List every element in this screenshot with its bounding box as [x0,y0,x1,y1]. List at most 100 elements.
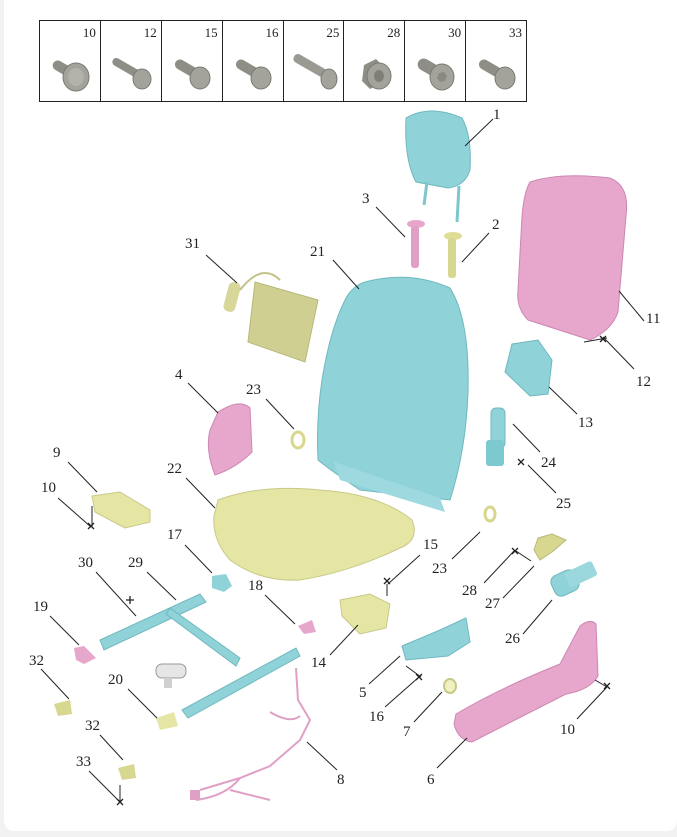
clip-pink-part [298,620,316,634]
fastener-x-icon [87,522,95,530]
callout-28: 28 [462,583,477,599]
fastener-number: 15 [204,25,218,40]
fastener-cell-10: 10 [40,21,101,101]
clip-yellow-part [118,764,136,780]
callout-26: 26 [505,631,520,647]
hex-socket-screw-icon [417,58,455,91]
callout-32: 32 [29,653,44,669]
headrest-guide-yellow-part [444,232,462,278]
side-airbag-part [223,271,319,363]
wiring-harness-part [195,667,312,801]
callout-9: 9 [53,445,61,461]
callout-8: 8 [337,772,345,788]
seat-adjust-motor-part [401,617,471,661]
callout-6: 6 [427,772,435,788]
washer-part [483,505,497,523]
fastener-plus-icon [126,596,134,604]
callout-23: 23 [432,561,447,577]
fastener-cell-30: 30 [405,21,467,101]
callout-13: 13 [578,415,593,431]
fastener-markers [87,335,611,806]
lumbar-module-part [504,339,553,397]
fastener-cell-16: 16 [223,21,284,101]
fastener-x-icon [517,458,525,466]
callout-31: 31 [185,236,200,252]
callout-7: 7 [403,724,411,740]
fastener-x-icon [383,577,391,585]
height-adjust-bracket-part [339,593,391,635]
backrest-cushion-part [317,276,469,501]
callout-12: 12 [636,374,651,390]
seat-cushion-part [213,487,415,581]
callout-19: 19 [33,599,48,615]
backrest-side-trim-part [207,403,253,476]
clip-yellow-part [156,712,178,730]
callout-3: 3 [362,191,370,207]
fastener-number: 30 [448,25,462,40]
callout-4: 4 [175,367,183,383]
clip-pink-part [74,646,96,664]
callout-10: 10 [41,480,56,496]
spacer-ring-part [443,678,457,694]
flange-nut-icon [362,59,392,90]
fastener-table: 10 12 15 16 25 28 30 33 [39,20,527,102]
fastener-number: 12 [143,25,157,40]
button-screw-icon [479,59,516,90]
callout-10: 10 [560,722,575,738]
callout-16: 16 [369,709,384,725]
seat-side-shield-part [453,620,599,743]
fastener-number: 10 [82,25,96,40]
callout-32: 32 [85,718,100,734]
fastener-x-icon [603,682,611,690]
callout-17: 17 [167,527,182,543]
fastener-cell-28: 28 [344,21,406,101]
fastener-number: 25 [326,25,340,40]
callout-11: 11 [646,311,661,327]
callout-20: 20 [108,672,123,688]
lumbar-motor-part [550,561,597,597]
washer-part [290,430,306,450]
callout-29: 29 [128,555,143,571]
fastener-number: 28 [387,25,401,40]
callout-14: 14 [311,655,326,671]
flange-screw-icon [52,60,90,92]
callout-1: 1 [493,107,501,123]
callout-24: 24 [541,455,556,471]
callout-33: 33 [76,754,91,770]
fastener-number: 16 [265,25,279,40]
fastener-x-icon [415,673,423,681]
callout-23: 23 [246,382,261,398]
harness-connector-part [190,790,200,800]
fastener-x-icon [599,335,607,343]
fastener-cell-12: 12 [101,21,162,101]
callout-25: 25 [556,496,571,512]
seat-track-frame-part [99,593,301,719]
backrest-back-panel-part [517,175,628,341]
callout-30: 30 [78,555,93,571]
callout-2: 2 [492,217,500,233]
mounting-bracket-part [533,533,567,561]
torx-screw-icon [292,54,337,90]
button-screw-icon [174,59,211,90]
control-module-part [91,491,151,529]
fastener-cell-25: 25 [284,21,345,101]
callout-15: 15 [423,537,438,553]
fastener-cell-33: 33 [466,21,526,101]
button-screw-icon [112,58,152,90]
callout-18: 18 [248,578,263,594]
backrest-flap-part [334,462,445,512]
fastener-cell-15: 15 [162,21,223,101]
backrest-motor-part [486,407,506,466]
callout-22: 22 [167,461,182,477]
callout-5: 5 [359,685,367,701]
callout-21: 21 [310,244,325,260]
fastener-x-icon [116,798,124,806]
headrest-guide-pink-part [407,220,425,268]
fastener-x-icon [511,547,519,555]
clip-yellow-part [54,700,72,716]
bracket-cyan-part [212,574,232,592]
fastener-number: 33 [509,25,522,40]
callout-27: 27 [485,596,500,612]
track-motor-part [155,663,187,688]
